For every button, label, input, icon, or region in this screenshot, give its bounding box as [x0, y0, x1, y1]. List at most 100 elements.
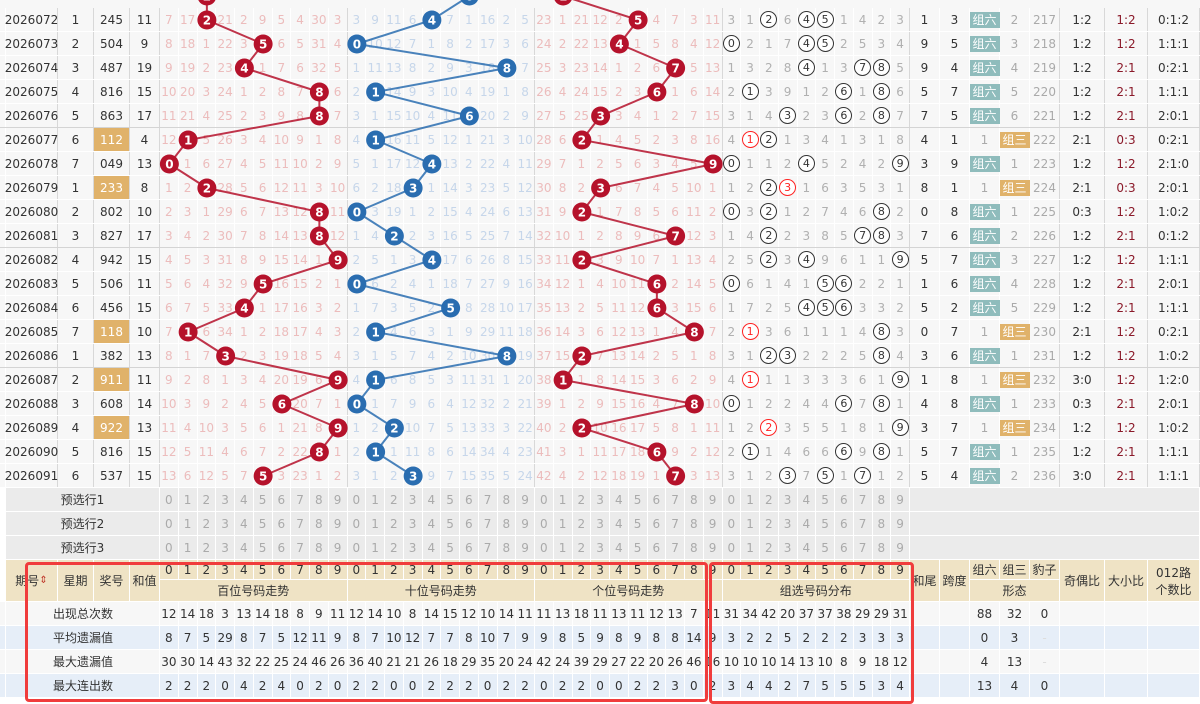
preselect-digit[interactable]: 9: [703, 536, 723, 560]
preselect-digit[interactable]: 2: [197, 536, 217, 560]
preselect-digit[interactable]: 3: [778, 536, 798, 560]
preselect-digit[interactable]: 8: [497, 512, 517, 536]
preselect-digit[interactable]: 0: [722, 488, 742, 512]
preselect-digit[interactable]: 4: [797, 488, 817, 512]
preselect-digit[interactable]: 5: [628, 512, 648, 536]
preselect-digit[interactable]: 3: [591, 512, 610, 536]
preselect-digit[interactable]: 2: [760, 512, 779, 536]
preselect-digit[interactable]: 0: [347, 536, 367, 560]
preselect-digit[interactable]: 5: [628, 488, 648, 512]
preselect-digit[interactable]: 0: [722, 512, 742, 536]
preselect-digit[interactable]: 3: [216, 512, 235, 536]
preselect-digit[interactable]: 7: [478, 488, 498, 512]
preselect-digit[interactable]: 0: [160, 536, 179, 560]
preselect-digit[interactable]: 1: [741, 512, 760, 536]
preselect-digit[interactable]: 6: [835, 536, 854, 560]
preselect-digit[interactable]: 9: [891, 512, 910, 536]
preselect-digit[interactable]: 9: [516, 488, 535, 512]
preselect-digit[interactable]: 4: [235, 512, 254, 536]
preselect-digit[interactable]: 6: [460, 512, 479, 536]
preselect-digit[interactable]: 0: [722, 536, 742, 560]
preselect-digit[interactable]: 3: [403, 512, 423, 536]
preselect-digit[interactable]: 1: [178, 512, 198, 536]
preselect-digit[interactable]: 0: [535, 536, 554, 560]
preselect-digit[interactable]: 5: [816, 536, 835, 560]
preselect-digit[interactable]: 9: [703, 488, 723, 512]
preselect-digit[interactable]: 5: [253, 536, 273, 560]
preselect-digit[interactable]: 7: [291, 488, 310, 512]
preselect-digit[interactable]: 2: [197, 488, 217, 512]
preselect-digit[interactable]: 9: [703, 512, 723, 536]
preselect-digit[interactable]: 5: [816, 488, 835, 512]
preselect-digit[interactable]: 2: [760, 488, 779, 512]
preselect-digit[interactable]: 8: [310, 536, 329, 560]
preselect-digit[interactable]: 8: [685, 488, 704, 512]
preselect-digit[interactable]: 3: [591, 536, 610, 560]
preselect-digit[interactable]: 7: [853, 488, 873, 512]
preselect-digit[interactable]: 8: [497, 488, 517, 512]
preselect-digit[interactable]: 7: [853, 512, 873, 536]
preselect-digit[interactable]: 0: [160, 488, 179, 512]
preselect-digit[interactable]: 6: [460, 536, 479, 560]
preselect-digit[interactable]: 5: [816, 512, 835, 536]
preselect-digit[interactable]: 7: [853, 536, 873, 560]
preselect-digit[interactable]: 3: [403, 488, 423, 512]
preselect-digit[interactable]: 6: [647, 512, 667, 536]
preselect-digit[interactable]: 2: [385, 536, 404, 560]
preselect-digit[interactable]: 4: [610, 512, 629, 536]
preselect-digit[interactable]: 7: [291, 512, 310, 536]
preselect-digit[interactable]: 5: [253, 488, 273, 512]
preselect-digit[interactable]: 3: [778, 488, 798, 512]
preselect-digit[interactable]: 9: [328, 488, 348, 512]
preselect-digit[interactable]: 6: [460, 488, 479, 512]
preselect-digit[interactable]: 0: [535, 488, 554, 512]
preselect-digit[interactable]: 9: [516, 536, 535, 560]
preselect-digit[interactable]: 4: [610, 488, 629, 512]
preselect-digit[interactable]: 0: [160, 512, 179, 536]
preselect-digit[interactable]: 5: [253, 512, 273, 536]
preselect-digit[interactable]: 6: [835, 488, 854, 512]
preselect-digit[interactable]: 8: [872, 488, 892, 512]
preselect-digit[interactable]: 4: [422, 512, 442, 536]
preselect-digit[interactable]: 7: [478, 536, 498, 560]
preselect-digit[interactable]: 4: [235, 536, 254, 560]
preselect-digit[interactable]: 4: [610, 536, 629, 560]
preselect-digit[interactable]: 1: [553, 512, 573, 536]
preselect-digit[interactable]: 4: [422, 536, 442, 560]
preselect-digit[interactable]: 9: [891, 488, 910, 512]
preselect-digit[interactable]: 2: [572, 512, 592, 536]
preselect-digit[interactable]: 2: [572, 536, 592, 560]
preselect-digit[interactable]: 3: [403, 536, 423, 560]
preselect-digit[interactable]: 0: [535, 512, 554, 536]
preselect-digit[interactable]: 1: [366, 488, 385, 512]
preselect-digit[interactable]: 4: [235, 488, 254, 512]
preselect-digit[interactable]: 4: [797, 512, 817, 536]
period-header[interactable]: 期号⇕: [6, 560, 58, 602]
preselect-digit[interactable]: 7: [478, 512, 498, 536]
preselect-digit[interactable]: 5: [441, 512, 460, 536]
preselect-digit[interactable]: 4: [422, 488, 442, 512]
preselect-digit[interactable]: 6: [835, 512, 854, 536]
preselect-digit[interactable]: 2: [572, 488, 592, 512]
preselect-digit[interactable]: 9: [516, 512, 535, 536]
preselect-digit[interactable]: 8: [872, 536, 892, 560]
preselect-digit[interactable]: 8: [685, 512, 704, 536]
preselect-digit[interactable]: 7: [666, 536, 685, 560]
preselect-digit[interactable]: 6: [272, 512, 292, 536]
preselect-digit[interactable]: 9: [328, 512, 348, 536]
preselect-digit[interactable]: 6: [272, 488, 292, 512]
preselect-digit[interactable]: 6: [647, 536, 667, 560]
preselect-digit[interactable]: 0: [347, 512, 367, 536]
preselect-digit[interactable]: 5: [441, 536, 460, 560]
preselect-digit[interactable]: 1: [366, 536, 385, 560]
preselect-digit[interactable]: 3: [778, 512, 798, 536]
preselect-digit[interactable]: 5: [628, 536, 648, 560]
preselect-digit[interactable]: 7: [291, 536, 310, 560]
preselect-digit[interactable]: 1: [366, 512, 385, 536]
preselect-digit[interactable]: 7: [666, 488, 685, 512]
preselect-digit[interactable]: 8: [310, 488, 329, 512]
preselect-digit[interactable]: 3: [216, 536, 235, 560]
preselect-digit[interactable]: 6: [272, 536, 292, 560]
preselect-digit[interactable]: 2: [197, 512, 217, 536]
preselect-digit[interactable]: 4: [797, 536, 817, 560]
